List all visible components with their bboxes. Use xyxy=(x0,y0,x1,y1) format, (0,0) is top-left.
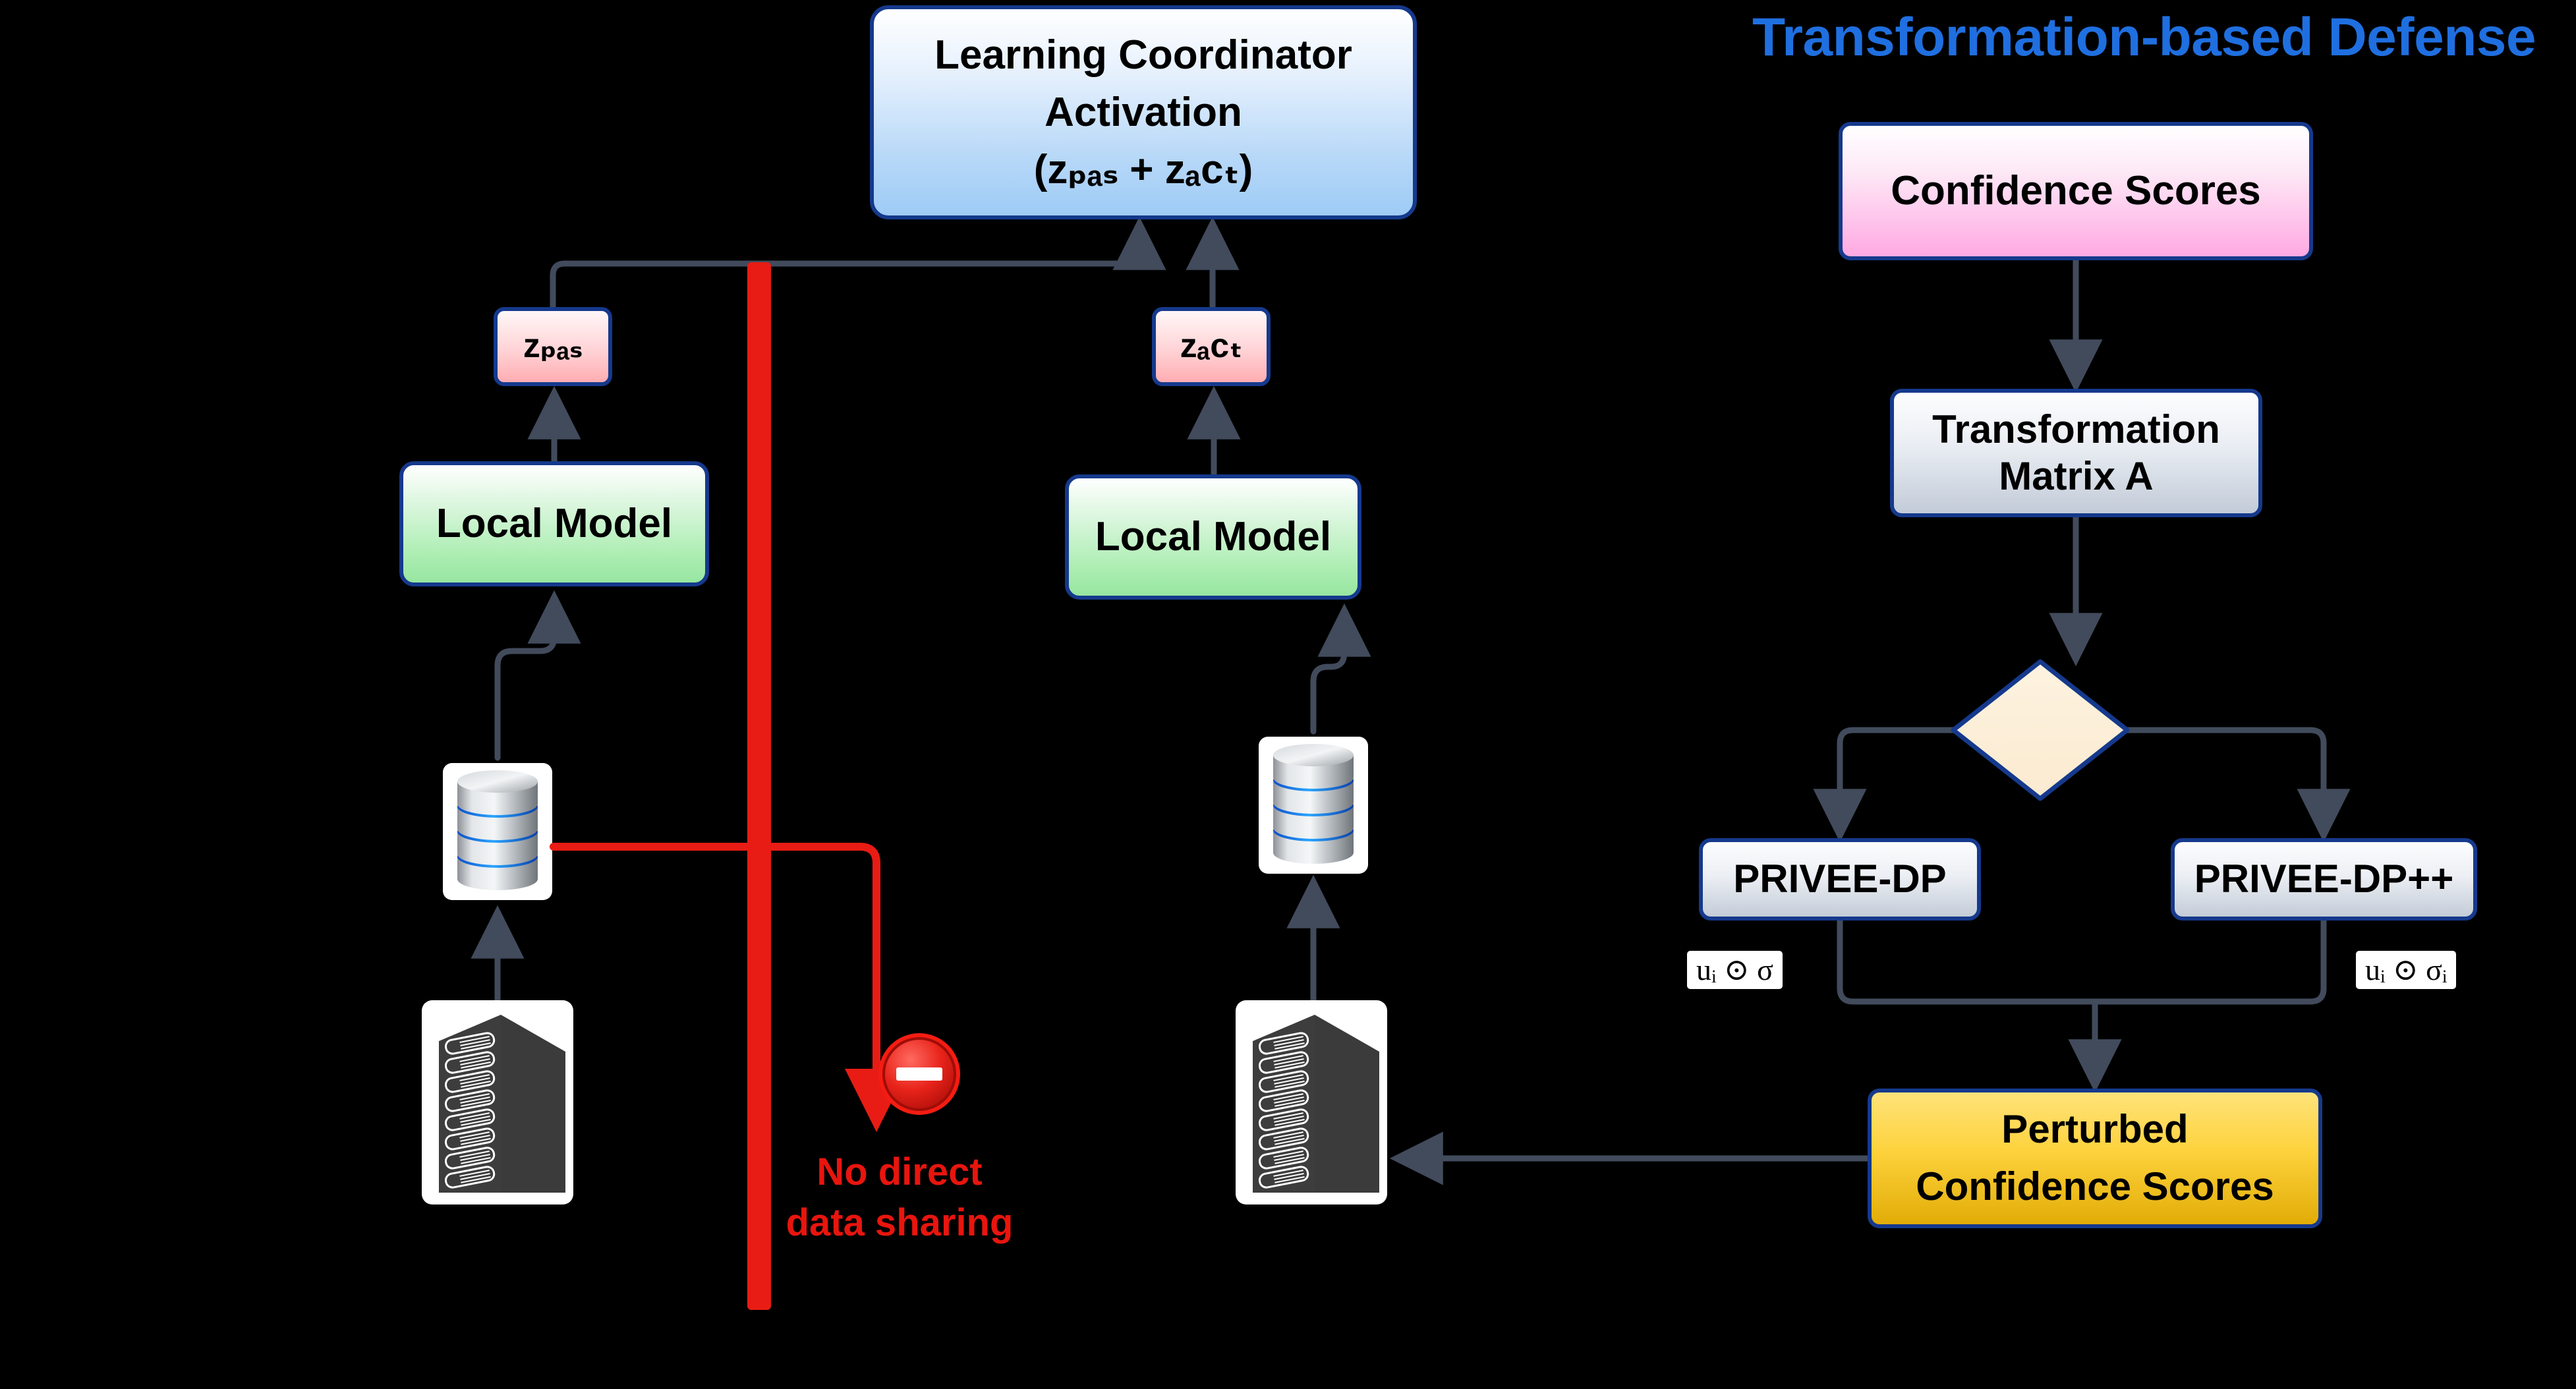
no-sharing-label: No direct data sharing xyxy=(755,1147,1045,1248)
privee-dpp-formula-label: uᵢ ⊙ σᵢ xyxy=(2356,951,2457,990)
coordinator-line3: (zₚₐₛ + zₐᴄₜ) xyxy=(1033,147,1253,193)
coordinator-line1: Learning Coordinator xyxy=(934,32,1352,78)
page-title: Transformation-based Defense xyxy=(1752,7,2536,67)
z-act-node[interactable]: zₐᴄₜ xyxy=(1152,307,1271,386)
confidence-scores-node[interactable]: Confidence Scores xyxy=(1839,122,2313,260)
server-icon xyxy=(1236,1000,1387,1205)
perturbed-line1: Perturbed xyxy=(2001,1107,2189,1152)
privee-dp-node[interactable]: PRIVEE-DP xyxy=(1699,838,1981,921)
privee-dpp-node[interactable]: PRIVEE-DP++ xyxy=(2171,838,2477,921)
no-entry-icon xyxy=(876,1031,962,1117)
privee-dpp-label: PRIVEE-DP++ xyxy=(2194,857,2454,901)
z-pas-label: zₚₐₛ xyxy=(523,327,583,366)
no-sharing-line2: data sharing xyxy=(786,1201,1014,1245)
matrix-line2: Matrix A xyxy=(1999,453,2154,498)
matrix-line1: Transformation xyxy=(1932,407,2220,451)
server-icon xyxy=(422,1000,573,1205)
privee-dp-label: PRIVEE-DP xyxy=(1733,857,1947,901)
decision-diamond xyxy=(1951,659,2130,801)
perturbed-confidence-scores-node[interactable]: Perturbed Confidence Scores xyxy=(1868,1089,2322,1228)
local-model-left-label: Local Model xyxy=(436,501,673,547)
local-model-right-node[interactable]: Local Model xyxy=(1065,474,1361,600)
local-model-left-node[interactable]: Local Model xyxy=(399,461,709,586)
database-icon xyxy=(1259,731,1368,876)
no-sharing-line1: No direct xyxy=(816,1150,983,1193)
transformation-matrix-node[interactable]: Transformation Matrix A xyxy=(1890,389,2262,517)
z-act-label: zₐᴄₜ xyxy=(1180,327,1243,366)
coordinator-line2: Activation xyxy=(1045,89,1242,135)
z-pas-node[interactable]: zₚₐₛ xyxy=(494,307,612,386)
database-icon xyxy=(443,758,552,903)
perturbed-line2: Confidence Scores xyxy=(1916,1164,2274,1208)
local-model-right-label: Local Model xyxy=(1095,514,1332,560)
no-sharing-barrier xyxy=(747,262,771,1310)
privee-dp-formula-label: uᵢ ⊙ σ xyxy=(1687,951,1783,990)
confidence-scores-label: Confidence Scores xyxy=(1891,168,2261,214)
learning-coordinator-node[interactable]: Learning Coordinator Activation (zₚₐₛ + … xyxy=(870,5,1417,219)
